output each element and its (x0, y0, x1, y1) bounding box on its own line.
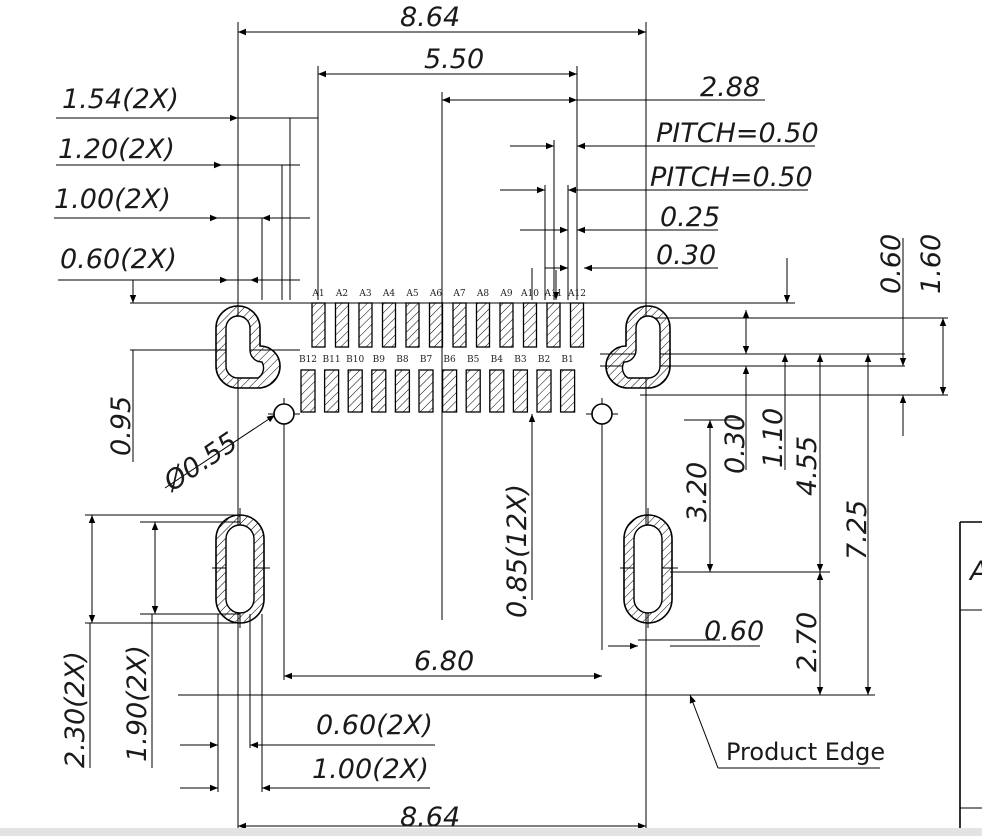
pad-b1 (559, 369, 576, 413)
pin-label-b1: B1 (561, 355, 573, 365)
pin-label-a12: A12 (567, 289, 586, 299)
pad-a5 (405, 302, 420, 348)
pad-a12 (569, 302, 585, 348)
dim-bottom-060: 0.60(2X) (316, 710, 433, 741)
center-lines (212, 398, 678, 628)
pin-label-b8: B8 (396, 355, 409, 365)
pin-label-b7: B7 (420, 355, 433, 365)
dim-right-725: 7.25 (842, 500, 873, 560)
pad-row-b (300, 369, 576, 413)
dim-left-190: 1.90(2X) (122, 645, 153, 762)
dim-hole-diameter: Ø0.55 (158, 427, 244, 499)
pad-row-a (311, 302, 585, 348)
pin-label-a9: A9 (499, 289, 512, 299)
pad-b5 (465, 369, 481, 413)
pin-labels-row-a: A1 A2 A3 A4 A5 A6 A7 A8 A9 A10 A11 A12 (311, 289, 586, 299)
pin-label-b2: B2 (538, 355, 550, 365)
dim-right-320: 3.20 (682, 462, 713, 522)
title-block-fragment: A (959, 521, 982, 836)
dim-right-060-bottom: 0.60 (704, 616, 764, 647)
dim-pitch-a: PITCH=0.50 (656, 118, 819, 149)
hole-left (273, 403, 295, 425)
pin-label-b11: B11 (323, 355, 341, 365)
pin-label-b5: B5 (467, 355, 480, 365)
pad-a6 (428, 302, 444, 348)
pad-a4 (381, 302, 397, 348)
title-block-text: A (968, 556, 982, 587)
pad-a10 (522, 302, 538, 348)
pad-a11 (546, 302, 561, 348)
pin-label-b10: B10 (346, 355, 364, 365)
alignment-holes (273, 403, 613, 425)
dim-bottom-100: 1.00(2X) (312, 754, 429, 785)
pad-a9 (499, 302, 514, 348)
dim-pin-span: 5.50 (424, 44, 484, 75)
pin-label-a1: A1 (311, 289, 324, 299)
pad-b10 (347, 369, 363, 413)
pad-a1 (311, 302, 326, 348)
mounting-slots (215, 305, 673, 624)
pin-label-b6: B6 (443, 355, 456, 365)
dim-row-gap: 0.95 (106, 396, 137, 456)
dim-pad-width-a: 0.25 (660, 202, 720, 233)
dim-right-060-top: 0.60 (876, 234, 907, 294)
dim-right-110: 1.10 (758, 408, 789, 468)
pin-label-a11: A11 (544, 289, 563, 299)
dimension-lines (54, 28, 947, 830)
dim-hole-spacing: 6.80 (414, 646, 474, 677)
pad-b7 (418, 369, 434, 413)
pad-b12 (300, 369, 316, 413)
pin-labels-row-b: B12 B11 B10 B9 B8 B7 B6 B5 B4 B3 B2 B1 (299, 355, 574, 365)
pad-b4 (489, 369, 505, 413)
dim-left-230: 2.30(2X) (60, 651, 91, 768)
pad-a3 (358, 302, 373, 348)
pad-b2 (536, 369, 552, 413)
dim-slot-inner-width: 1.20(2X) (58, 134, 175, 165)
dim-right-030: 0.30 (720, 414, 751, 474)
pad-a2 (334, 302, 350, 348)
pad-b9 (371, 369, 387, 413)
dim-pad-width-b: 0.30 (656, 240, 716, 271)
dim-overall-width-top: 8.64 (400, 2, 460, 33)
pin-label-a8: A8 (476, 289, 489, 299)
dim-right-455: 4.55 (792, 436, 823, 496)
pin-label-a3: A3 (358, 289, 371, 299)
pin-label-b9: B9 (373, 355, 386, 365)
pin-label-a7: A7 (452, 289, 465, 299)
dim-slot-outer-width: 1.54(2X) (62, 84, 179, 115)
pad-b3 (512, 369, 529, 413)
product-edge-label: Product Edge (726, 738, 885, 766)
pad-a8 (475, 302, 491, 348)
dim-overall-width-bottom: 8.64 (400, 802, 460, 833)
pin-label-a4: A4 (382, 289, 395, 299)
dim-half-span: 2.88 (700, 72, 760, 103)
pad-b8 (394, 369, 411, 413)
pin-label-a5: A5 (405, 289, 418, 299)
pin-label-b12: B12 (299, 355, 317, 365)
dim-slot-hole-narrow: 0.60(2X) (60, 244, 177, 275)
dimension-texts: 8.64 5.50 2.88 PITCH=0.50 PITCH=0.50 0.2… (54, 2, 947, 833)
dim-pitch-b: PITCH=0.50 (650, 162, 813, 193)
pad-b11 (323, 369, 340, 413)
bottom-scroll-strip (0, 828, 982, 836)
dim-right-270: 2.70 (792, 612, 823, 672)
pin-label-a2: A2 (335, 289, 348, 299)
dim-slot-hole-width: 1.00(2X) (54, 184, 171, 215)
pin-label-a6: A6 (429, 289, 442, 299)
pin-label-b4: B4 (491, 355, 504, 365)
pin-label-b3: B3 (514, 355, 527, 365)
pad-b6 (441, 369, 458, 413)
pad-a7 (452, 302, 467, 348)
dim-right-160: 1.60 (916, 234, 947, 294)
hole-right (591, 403, 613, 425)
pin-label-a10: A10 (520, 289, 539, 299)
dim-pad-length: 0.85(12X) (502, 484, 533, 618)
